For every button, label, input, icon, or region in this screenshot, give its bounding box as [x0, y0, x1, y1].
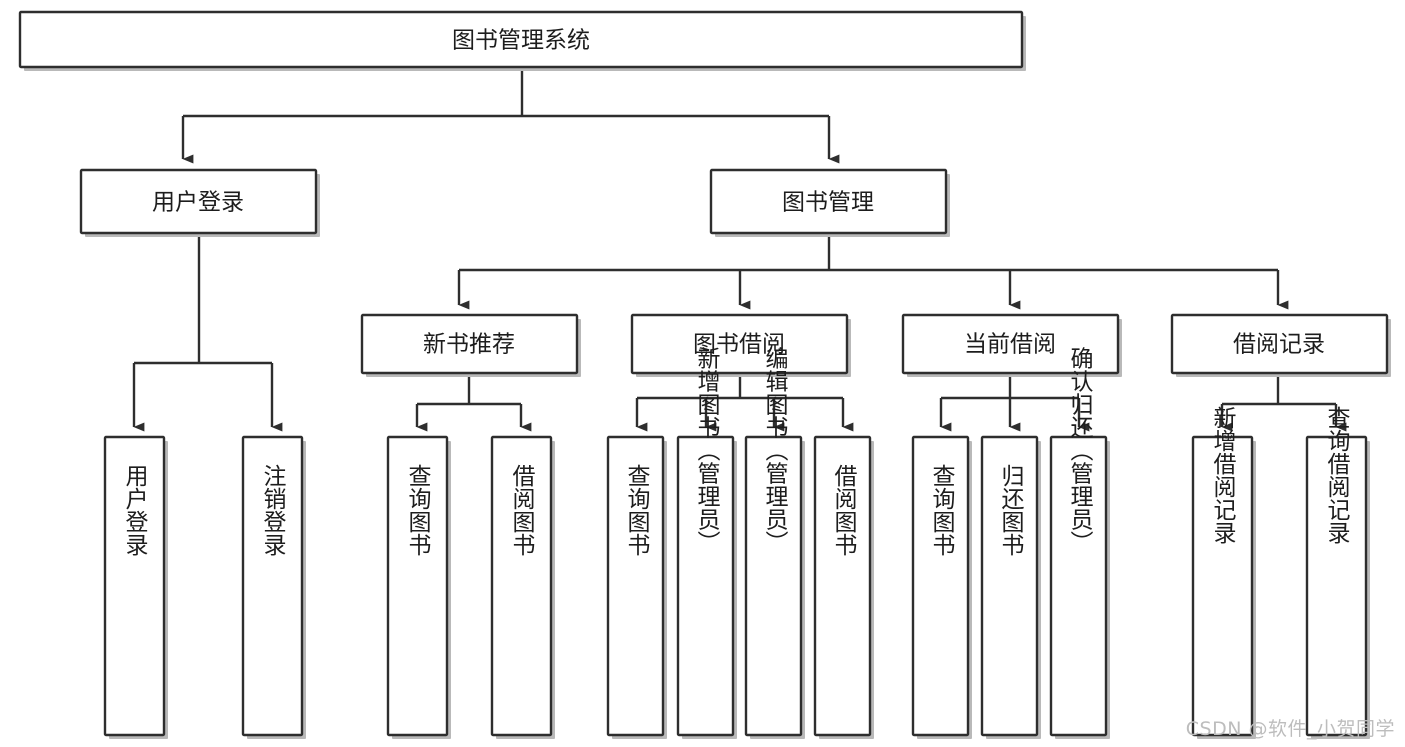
- connector-layer: [132, 67, 1347, 432]
- leaf-book-borrow-2[interactable]: 新增图书（管理员）: [676, 347, 737, 740]
- node-new-book-label: 新书推荐: [423, 332, 515, 358]
- node-new-book[interactable]: 新书推荐: [360, 313, 581, 377]
- leaf-user-login-2[interactable]: 注销登录: [241, 435, 306, 739]
- leaf-new-book-1[interactable]: 查询图书: [386, 435, 451, 739]
- leaf-new-book-1-label: 查询图书: [404, 464, 432, 556]
- node-borrow-record[interactable]: 借阅记录: [1170, 313, 1391, 377]
- node-current-borrow[interactable]: 当前借阅: [901, 313, 1122, 377]
- node-user-login-label: 用户登录: [152, 190, 244, 216]
- leaf-new-book-2-label: 借阅图书: [508, 464, 536, 556]
- leaf-book-borrow-2-label: 新增图书（管理员）: [693, 347, 721, 554]
- leaf-current-borrow-3[interactable]: 确认归还（管理员）: [1049, 347, 1110, 740]
- leaf-book-borrow-4[interactable]: 借阅图书: [813, 435, 874, 739]
- leaf-book-borrow-3-label: 编辑图书（管理员）: [761, 347, 789, 554]
- leaf-current-borrow-3-label: 确认归还（管理员）: [1066, 347, 1094, 554]
- leaf-borrow-record-2[interactable]: 查询借阅记录: [1305, 406, 1370, 739]
- node-root[interactable]: 图书管理系统: [18, 10, 1026, 71]
- node-book-borrow-label: 图书借阅: [693, 332, 785, 358]
- leaf-book-borrow-1-label: 查询图书: [623, 464, 651, 556]
- leaf-borrow-record-1-label: 新增借阅记录: [1209, 406, 1237, 544]
- leaf-borrow-record-1[interactable]: 新增借阅记录: [1191, 406, 1256, 739]
- node-user-login[interactable]: 用户登录: [79, 168, 320, 237]
- node-book-manage[interactable]: 图书管理: [709, 168, 950, 237]
- leaf-current-borrow-1[interactable]: 查询图书: [911, 435, 972, 739]
- leaf-book-borrow-4-label: 借阅图书: [830, 464, 858, 556]
- leaf-current-borrow-2-label: 归还图书: [997, 464, 1025, 556]
- node-book-borrow[interactable]: 图书借阅: [630, 313, 851, 377]
- leaf-current-borrow-1-label: 查询图书: [928, 464, 956, 556]
- leaf-new-book-2[interactable]: 借阅图书: [490, 435, 555, 739]
- leaf-user-login-1[interactable]: 用户登录: [103, 435, 168, 739]
- leaf-user-login-1-label: 用户登录: [121, 464, 149, 556]
- leaf-borrow-record-2-label: 查询借阅记录: [1323, 406, 1351, 544]
- leaf-current-borrow-2[interactable]: 归还图书: [980, 435, 1041, 739]
- leaf-book-borrow-1[interactable]: 查询图书: [606, 435, 667, 739]
- node-book-manage-label: 图书管理: [782, 190, 874, 216]
- leaf-book-borrow-3[interactable]: 编辑图书（管理员）: [744, 347, 805, 740]
- node-root-label: 图书管理系统: [452, 28, 590, 54]
- node-borrow-record-label: 借阅记录: [1233, 332, 1325, 358]
- node-current-borrow-label: 当前借阅: [964, 332, 1056, 358]
- leaf-user-login-2-label: 注销登录: [259, 464, 287, 556]
